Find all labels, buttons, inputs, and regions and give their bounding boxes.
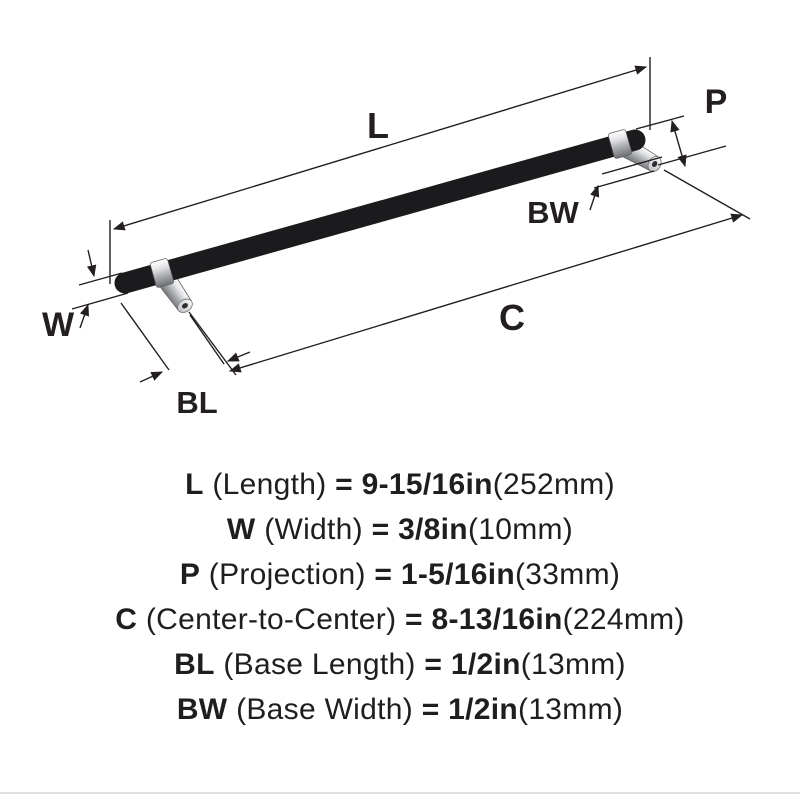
legend-name: (Length): [212, 468, 327, 501]
legend-symbol: C: [115, 603, 138, 636]
w-arrow-bottom: [79, 303, 89, 329]
right-post-screw-hole: [652, 160, 658, 168]
legend-name: (Base Length): [223, 648, 416, 681]
legend-name: (Center-to-Center): [145, 603, 397, 636]
w-arrow-top: [86, 249, 97, 278]
c-extension-line-left: [188, 311, 237, 376]
w-extension-line-bottom: [71, 292, 129, 310]
bw-extension-line-1: [593, 170, 655, 189]
p-extension-line-lower: [657, 145, 727, 166]
label-width: W: [42, 306, 75, 344]
legend-symbol: P: [179, 558, 201, 591]
label-base-width: BW: [527, 195, 579, 230]
bw-extension-line-2: [601, 156, 663, 175]
legend-name: (Projection): [208, 558, 366, 591]
bl-extension-line-left: [120, 302, 170, 371]
legend-metric: (252mm): [492, 468, 615, 501]
bl-arrow-right: [226, 351, 251, 362]
p-extension-line-upper: [635, 115, 685, 130]
legend-metric: (13mm): [518, 693, 624, 726]
l-dimension-line: [112, 65, 648, 231]
bl-extension-line-right: [189, 314, 225, 365]
label-center-to-center: C: [499, 297, 525, 338]
w-extension-line-top: [78, 272, 123, 286]
legend-metric: (10mm): [467, 513, 574, 546]
dimension-diagram: L P BW C W BL: [42, 57, 751, 420]
legend-symbol: BW: [176, 693, 228, 726]
legend-value: 9-15/16in: [361, 468, 493, 501]
label-base-length: BL: [176, 385, 217, 420]
legend-equals: =: [405, 603, 423, 636]
legend-name: (Width): [264, 513, 363, 546]
legend-metric: (224mm): [562, 603, 685, 636]
legend-row-width: W (Width) = 3/8in(10mm): [0, 507, 800, 552]
c-dimension-line: [228, 213, 744, 373]
legend-equals: =: [421, 693, 440, 726]
legend-value: 3/8in: [398, 513, 468, 546]
legend-symbol: BL: [174, 648, 215, 681]
label-projection: P: [705, 83, 728, 121]
left-post-screw-hole: [181, 303, 188, 309]
legend-equals: =: [374, 558, 393, 591]
left-collar: [150, 258, 174, 288]
legend-equals: =: [424, 648, 443, 681]
dimension-legend: L (Length) = 9-15/16in(252mm) W (Width) …: [0, 462, 800, 732]
legend-symbol: W: [226, 513, 256, 546]
bl-arrow-left: [139, 371, 164, 383]
bottom-divider: [0, 792, 800, 794]
legend-value: 8-13/16in: [431, 603, 563, 636]
label-length: L: [367, 105, 389, 146]
legend-value: 1/2in: [448, 693, 519, 726]
legend-symbol: L: [185, 468, 204, 501]
legend-row-base-width: BW (Base Width) = 1/2in(13mm): [0, 687, 800, 732]
legend-metric: (33mm): [515, 558, 621, 591]
legend-value: 1/2in: [450, 648, 521, 681]
legend-equals: =: [335, 468, 353, 501]
legend-row-center-to-center: C (Center-to-Center) = 8-13/16in(224mm): [0, 597, 800, 642]
legend-metric: (13mm): [520, 648, 626, 681]
legend-row-length: L (Length) = 9-15/16in(252mm): [0, 462, 800, 507]
legend-equals: =: [371, 513, 390, 546]
c-extension-line-right: [663, 169, 751, 220]
legend-row-base-length: BL (Base Length) = 1/2in(13mm): [0, 642, 800, 687]
legend-value: 1-5/16in: [400, 558, 516, 591]
legend-row-projection: P (Projection) = 1-5/16in(33mm): [0, 552, 800, 597]
bar-pull-dimension-drawing: L P BW C W BL: [42, 57, 751, 420]
legend-name: (Base Width): [236, 693, 414, 726]
bw-arrow: [589, 184, 600, 211]
p-dimension-line: [670, 119, 687, 168]
